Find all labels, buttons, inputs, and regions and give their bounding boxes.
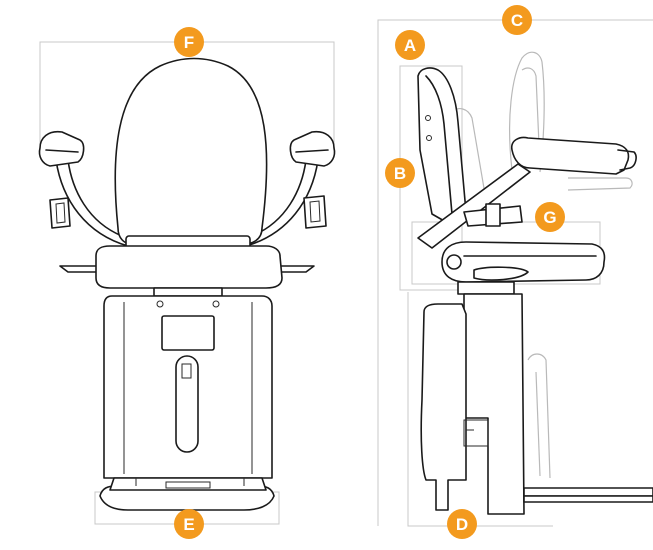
label-badge-f: F: [174, 27, 204, 57]
seat-pivot: [446, 254, 462, 270]
toggle-switch: [181, 363, 192, 379]
label-badge-e: E: [174, 509, 204, 539]
side-footrest: [523, 487, 653, 497]
screw-right: [212, 300, 220, 308]
dimension-box-c: [377, 19, 653, 526]
ghost-backrest: [509, 51, 545, 173]
ghost-footrest: [527, 353, 551, 479]
left-armrest: [38, 130, 129, 247]
seat-support: [473, 266, 529, 281]
control-panel: [161, 315, 215, 351]
backrest-button-2: [426, 135, 432, 141]
screw-left: [156, 300, 164, 308]
carriage-side-panels: [123, 302, 253, 474]
backrest-button-1: [425, 115, 431, 121]
armrest-diagonal: [417, 163, 531, 249]
side-view: [377, 19, 653, 527]
latch: [485, 203, 501, 227]
dimension-line-d: [407, 292, 553, 527]
label-badge-g: G: [535, 202, 565, 232]
toggle-slot: [175, 355, 199, 453]
label-badge-c: C: [502, 5, 532, 35]
side-rail-housing: [420, 303, 467, 511]
front-view: [38, 41, 336, 525]
label-badge-d: D: [447, 509, 477, 539]
seat: [95, 245, 283, 289]
footrest-base: [109, 477, 267, 491]
label-badge-a: A: [395, 30, 425, 60]
label-badge-b: B: [385, 158, 415, 188]
